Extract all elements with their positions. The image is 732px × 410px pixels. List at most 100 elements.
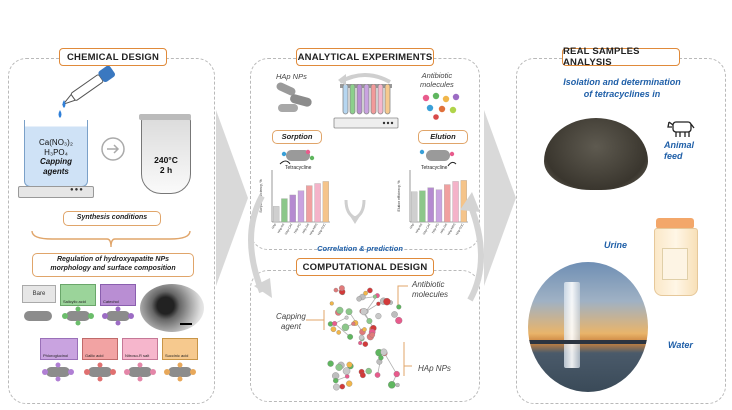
agent-label-phloroglucinol: Phloroglucinol: [43, 353, 69, 358]
agent-tile-salicylic: Salicylic acid: [60, 284, 96, 306]
atom: [358, 341, 363, 346]
correlation-label: Correlation & prediction: [317, 244, 403, 253]
animal-feed-photo: [544, 118, 648, 190]
comp-antibiotic-line2: molecules: [412, 290, 449, 299]
brace-icon: [31, 230, 191, 248]
atom: [347, 333, 354, 340]
elution-bar: [419, 190, 426, 223]
stirrer-plate: [18, 186, 94, 198]
elution-scheme: [419, 149, 457, 167]
sorption-bar: [297, 190, 305, 223]
tetracycline-label-left: Tetracycline: [285, 165, 312, 171]
sorption-tick-label: HAp-SA: [276, 223, 285, 234]
sorption-tick-label: HAp-SUC: [317, 222, 327, 236]
atom: [376, 301, 381, 306]
elution-bar: [427, 187, 434, 223]
agent-tile-phloroglucinol: Phloroglucinol: [40, 338, 78, 360]
beaker: [24, 120, 88, 187]
atom: [333, 383, 340, 391]
elution-tick-label: HAp-CAT: [422, 222, 432, 235]
animal-line1: Animal: [664, 140, 695, 150]
atom: [333, 287, 339, 293]
tube-time: 2 h: [159, 165, 173, 175]
regulation-box: Regulation of hydroxyapatite NPs morphol…: [32, 253, 194, 277]
elution-tick-label: HAp-GA: [439, 223, 448, 235]
atom: [372, 294, 377, 299]
atom: [336, 306, 344, 314]
comp-antibiotic-label: Antibiotic molecules: [412, 280, 448, 300]
agent-label-catechol: Catechol: [103, 299, 119, 304]
beaker-line-4: agents: [43, 166, 69, 176]
chemical-design-header: CHEMICAL DESIGN: [59, 48, 167, 66]
atom: [333, 377, 339, 384]
tetracycline-label-right: Tetracycline: [421, 165, 448, 171]
beaker-label: Ca(NO₃)₂ H₃PO₄ Capping agents: [24, 138, 88, 176]
right-loop-arrow: [460, 192, 484, 302]
elution-bar: [452, 181, 459, 223]
pipette-icon: [58, 66, 115, 118]
agent-tile-succinic: Succinic acid: [162, 338, 198, 360]
atom: [362, 341, 369, 347]
elution-tick-label: HAp: [409, 222, 416, 229]
atom: [351, 321, 356, 326]
agent-tile-gallic: Gallic acid: [82, 338, 118, 360]
sorption-bar: [281, 198, 288, 223]
test-tube-rack: [332, 83, 400, 132]
real-title-line1: Isolation and determination: [563, 77, 681, 87]
stirrer-dots: ●●●: [70, 187, 84, 193]
atom: [374, 372, 381, 378]
atom: [335, 363, 343, 371]
antibiotic-top-line2: molecules: [420, 79, 454, 89]
regulation-line-2: morphology and surface composition: [50, 265, 176, 272]
elution-tick-label: HAp-NRS: [446, 223, 456, 236]
tem-scalebar: [180, 323, 192, 325]
atom: [330, 326, 337, 333]
tem-image: [140, 284, 204, 332]
comp-capping-line1: Capping: [276, 312, 306, 321]
sorption-tick-label: HAp: [271, 222, 278, 229]
sorption-tick-label: HAp-CAT: [284, 222, 294, 235]
beaker-line-3: Capping: [40, 157, 72, 166]
atom: [360, 308, 368, 316]
agent-label-salicylic: Salicylic acid: [63, 299, 86, 304]
nanoparticle-gallic: [84, 362, 116, 382]
agent-tile-catechol: Catechol: [100, 284, 136, 306]
comp-antibiotic-line1: Antibiotic: [412, 280, 445, 289]
atom: [375, 313, 382, 320]
atom: [358, 334, 365, 341]
urine-label: Urine: [604, 240, 628, 250]
water-label: Water: [668, 340, 693, 350]
agent-label-gallic: Gallic acid: [85, 353, 104, 358]
elution-tick-label: HAp-SUC: [455, 222, 465, 236]
atom: [329, 301, 334, 306]
elution-bar: [411, 191, 418, 223]
atom: [395, 382, 400, 388]
elution-box: Elution: [418, 130, 468, 144]
hap-nps-capsules: [276, 82, 312, 112]
atom: [356, 296, 362, 302]
sorption-tick-label: HAp-GA: [301, 223, 310, 235]
agent-tile-nitroso: Nitroso-R salt: [122, 338, 158, 360]
comp-hap-label: HAp NPs: [418, 364, 451, 373]
nanoparticle-catechol: [102, 306, 134, 326]
atom: [391, 311, 398, 318]
atom: [393, 370, 400, 378]
atom: [338, 285, 345, 291]
atom: [395, 316, 403, 325]
elution-y-label: Elution efficiency, %: [397, 181, 401, 212]
elution-tick-label: HAp-PG: [431, 222, 440, 234]
agent-tile-bare: Bare: [22, 285, 56, 303]
elution-bar: [435, 189, 443, 223]
computational-header: COMPUTATIONAL DESIGN: [296, 258, 434, 276]
urine-container: [654, 218, 698, 296]
atom: [369, 332, 376, 338]
real-title-line2: of tetracyclines in: [583, 89, 661, 99]
atom: [362, 327, 367, 332]
sorption-bar: [322, 181, 329, 223]
beaker-line-2: H₃PO₄: [44, 147, 68, 157]
bond: [334, 323, 351, 338]
analytical-header: ANALYTICAL EXPERIMENTS: [296, 48, 434, 66]
water-photo: [528, 262, 648, 392]
comp-capping-line2: agent: [280, 322, 301, 331]
antibiotic-top-line1: Antibiotic: [421, 71, 453, 80]
